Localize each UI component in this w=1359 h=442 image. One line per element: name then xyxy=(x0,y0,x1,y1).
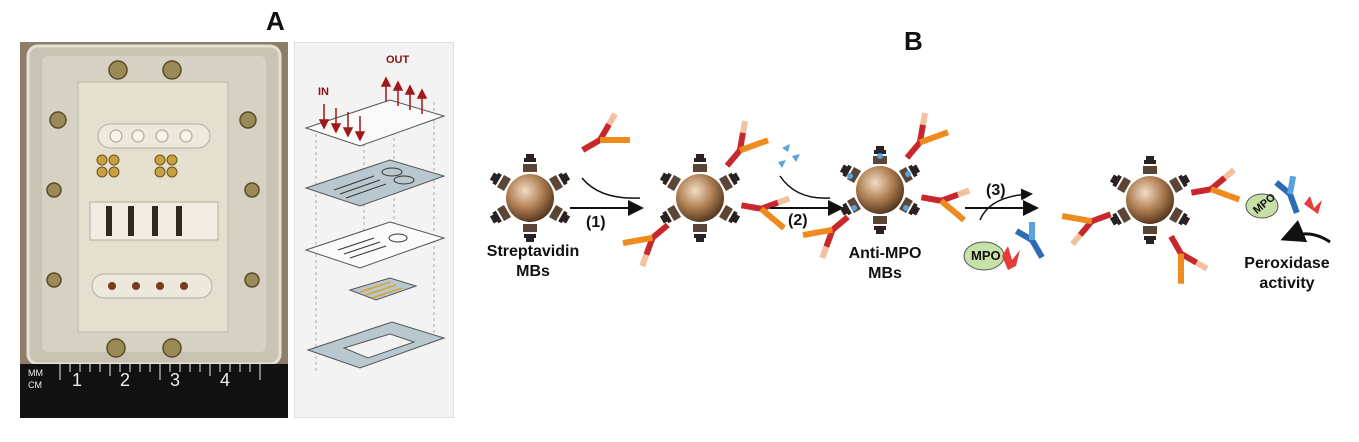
antibody-bead xyxy=(620,118,792,269)
step-2-label: (2) xyxy=(788,212,808,229)
step-3-label: (3) xyxy=(986,182,1006,199)
anti-mpo-label-line2: MBs xyxy=(868,265,902,282)
peroxidase-label-line1: Peroxidase xyxy=(1244,255,1330,272)
anti-mpo-label-line1: Anti-MPO xyxy=(848,245,922,262)
peroxidase-label-line2: activity xyxy=(1259,275,1315,292)
final-complex xyxy=(1059,156,1242,287)
ruler-unit-cm: CM xyxy=(28,380,42,390)
out-label: OUT xyxy=(386,54,410,66)
exploded-layer-diagram xyxy=(293,41,455,419)
anti-mpo-bead xyxy=(800,110,972,261)
assay-scheme xyxy=(488,110,1331,287)
ruler-number-4: 4 xyxy=(220,370,231,390)
streptavidin-label-line2: MBs xyxy=(516,263,550,280)
streptavidin-label-line1: Streptavidin xyxy=(486,243,580,260)
streptavidin-bead xyxy=(488,154,572,242)
panel-b-letter: B xyxy=(904,26,923,56)
anti-mpo-label: Anti-MPO MBs xyxy=(835,244,935,284)
device-photo xyxy=(20,42,288,418)
streptavidin-label: Streptavidin MBs xyxy=(478,242,588,282)
mpo-complex xyxy=(963,219,1053,271)
step-1-label: (1) xyxy=(586,214,606,231)
in-label: IN xyxy=(318,86,329,98)
ruler-number-2: 2 xyxy=(120,370,131,390)
peroxidase-label: Peroxidase activity xyxy=(1232,254,1342,294)
mpo-label: MPO xyxy=(971,248,1001,263)
ruler-number-3: 3 xyxy=(170,370,181,390)
panel-a-letter: A xyxy=(266,6,285,36)
ruler-number-1: 1 xyxy=(72,370,83,390)
ruler-unit-mm: MM xyxy=(28,368,43,378)
